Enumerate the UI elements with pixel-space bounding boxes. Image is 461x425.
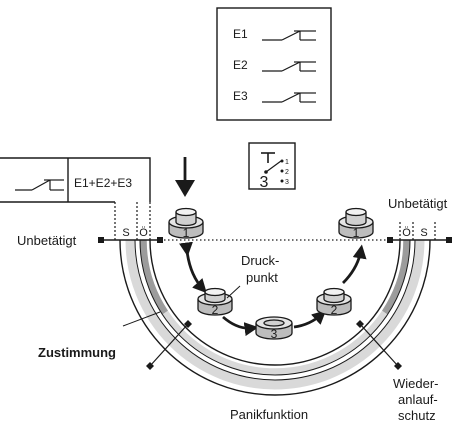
pressure-point-label-line1: Druck- <box>241 253 279 268</box>
state-label-left: Unbetätigt <box>17 233 77 248</box>
restart-label-line3: schutz <box>398 408 436 423</box>
contact-label-e1: E1 <box>233 27 248 41</box>
restart-label-line1: Wieder- <box>393 376 439 391</box>
three-position-switch-icon: 3 1 2 3 <box>248 142 296 191</box>
contact-symbol-e2 <box>262 61 316 72</box>
button-position-1-right: 1 <box>338 207 374 240</box>
consent-leader <box>122 311 161 327</box>
contact-label-e2: E2 <box>233 58 248 72</box>
mode-icon-digit: 3 <box>260 174 269 191</box>
panic-label: Panikfunktion <box>230 407 308 422</box>
actuation-arrows <box>179 241 367 337</box>
mode-icon-output-1: 1 <box>285 159 289 166</box>
restart-boundary-right <box>356 320 402 370</box>
button-number-1-right: 1 <box>353 226 360 240</box>
pressure-point-leader <box>226 285 241 299</box>
pressure-point-label-line2: punkt <box>246 270 278 285</box>
state-label-right: Unbetätigt <box>388 196 448 211</box>
button-number-3: 3 <box>271 327 278 341</box>
button-number-1-left: 1 <box>183 226 190 240</box>
mode-icon-output-3: 3 <box>285 179 289 186</box>
contact-symbol-e1 <box>262 30 316 41</box>
panic-boundary-left <box>146 320 192 370</box>
combined-contact-symbol <box>15 179 64 191</box>
combined-contact-block: E1+E2+E3 <box>0 157 151 240</box>
switch-letter-o-right: Ö <box>402 227 411 239</box>
consent-label: Zustimmung <box>38 345 116 360</box>
press-arrow <box>175 157 195 197</box>
right-switch-markers <box>399 222 436 240</box>
mode-icon-output-2: 2 <box>285 169 289 176</box>
switch-letter-s-right: S <box>420 227 427 239</box>
button-position-3: 3 <box>255 316 293 341</box>
actuation-track <box>119 239 431 396</box>
button-position-2-left: 2 <box>197 287 233 317</box>
switch-letter-s-left: S <box>122 227 129 239</box>
contact-legend: E1 E2 E3 <box>216 7 332 121</box>
button-number-2-right: 2 <box>331 303 338 317</box>
combined-contact-label: E1+E2+E3 <box>74 176 132 190</box>
switch-letter-o-left: Ö <box>139 227 148 239</box>
button-number-2-left: 2 <box>212 303 219 317</box>
button-position-2-right: 2 <box>316 287 352 317</box>
rest-position-line <box>98 237 452 243</box>
contact-label-e3: E3 <box>233 89 248 103</box>
restart-label-line2: anlauf- <box>398 392 438 407</box>
contact-symbol-e3 <box>262 92 316 103</box>
button-position-1-left: 1 <box>168 207 204 240</box>
